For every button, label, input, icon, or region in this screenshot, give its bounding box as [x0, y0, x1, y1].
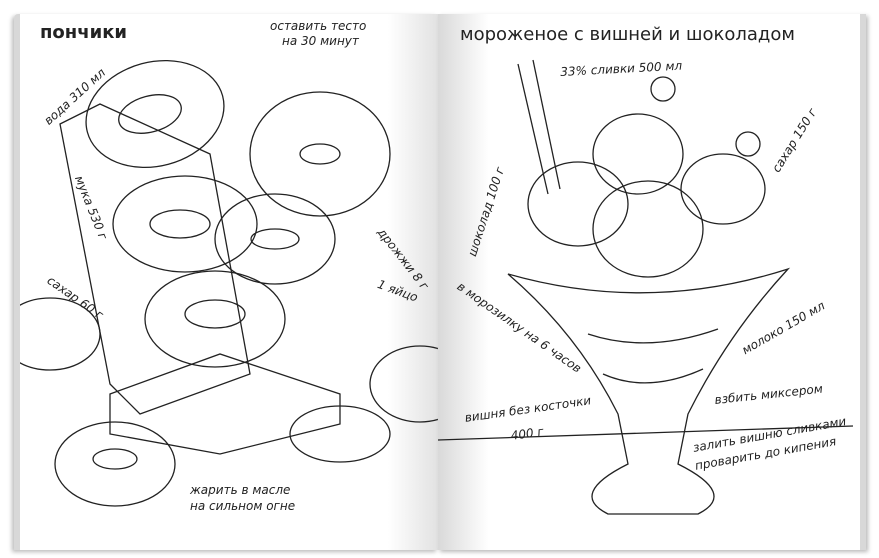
donuts-illustration: [20, 59, 438, 507]
right-page-ice-cream: мороженое с вишней и шоколадом 33% сливк…: [438, 14, 866, 550]
left-page-donuts: пончики оставить тесто на 30 минут вода …: [14, 14, 438, 550]
label-fry-2: на сильном огне: [190, 499, 296, 513]
page-title: пончики: [40, 22, 128, 43]
label-fry: жарить в масле: [190, 483, 291, 497]
sundae-illustration: [438, 59, 854, 515]
page-title: мороженое с вишней и шоколадом: [460, 24, 795, 45]
label-rest-dough: оставить тесто: [270, 19, 367, 33]
label-rest-dough-2: на 30 минут: [282, 34, 359, 48]
